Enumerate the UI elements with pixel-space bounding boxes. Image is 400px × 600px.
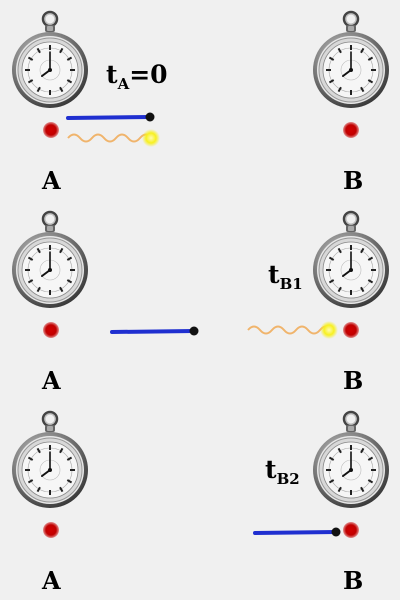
signal-rod-3 <box>253 527 341 537</box>
signal-rod-1 <box>66 112 155 122</box>
label-b: B <box>343 566 364 595</box>
light-pulse-icon <box>247 321 338 339</box>
emitter-dot-a <box>43 322 59 338</box>
emitter-dot-a <box>43 122 59 138</box>
label-a: A <box>42 166 61 195</box>
label-a: A <box>42 566 61 595</box>
signal-rod-2 <box>110 326 199 336</box>
label-a: A <box>42 366 61 395</box>
emitter-dot-a <box>43 522 59 538</box>
label-b: B <box>343 166 364 195</box>
emitter-dot-b <box>343 522 359 538</box>
time-label-tb1: tB1 <box>268 260 303 293</box>
time-label-ta: tA=0 <box>106 60 168 93</box>
label-b: B <box>343 366 364 395</box>
light-pulse-icon <box>67 129 160 147</box>
emitter-dot-b <box>343 322 359 338</box>
time-label-tb2: tB2 <box>265 455 300 488</box>
emitter-dot-b <box>343 122 359 138</box>
